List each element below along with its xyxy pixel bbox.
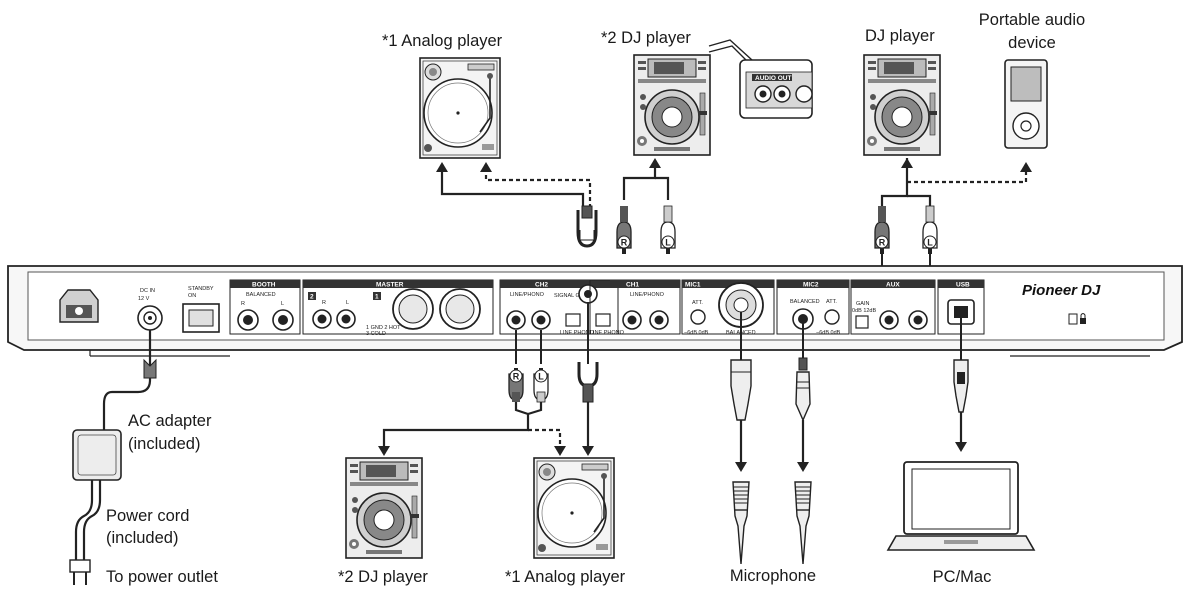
master-l-text: L xyxy=(346,300,349,306)
mic1-att-text: ATT. xyxy=(692,300,703,306)
master-2-text: 2 xyxy=(310,294,314,301)
dj-player-bottom-icon xyxy=(345,457,423,559)
mic1-att-values: −6dB 0dB xyxy=(684,330,709,336)
ch1-line-phono-text: LINE/PHONO xyxy=(630,292,665,298)
analog-player-top-icon xyxy=(419,57,501,159)
power-outlet-label: To power outlet xyxy=(106,568,218,586)
signal-gnd-text: SIGNAL GND xyxy=(554,293,588,299)
microphone-2-icon xyxy=(794,481,812,565)
lock-icon xyxy=(1068,313,1086,325)
dj-player-bottom-label: *2 DJ player xyxy=(338,568,428,586)
standby-switch: STANDBY ON xyxy=(182,286,220,333)
booth-balanced-text: BALANCED xyxy=(246,292,276,298)
aux-plug-r: R xyxy=(879,238,886,248)
top-cables xyxy=(436,158,1032,208)
ch1-text: CH1 xyxy=(626,282,639,289)
aux-gain-text: GAIN xyxy=(856,301,869,307)
booth-l-text: L xyxy=(281,301,284,307)
aux-plug-l: L xyxy=(927,238,933,248)
master-text: MASTER xyxy=(376,282,404,289)
ch2-plug-r: R xyxy=(513,372,520,382)
ac-adapter-icon xyxy=(72,429,122,560)
mic1-section: MIC1 ATT. −6dB 0dB BALANCED xyxy=(681,279,775,336)
ac-adapter-label-line2: (included) xyxy=(128,435,200,453)
top-plugs: R L R L xyxy=(576,205,938,300)
pc-mac-icon xyxy=(886,461,1036,551)
power-plug-icon xyxy=(69,559,91,585)
ch1-plug-r: R xyxy=(621,238,628,248)
standby-text: STANDBY xyxy=(188,286,214,292)
analog-player-top-label: *1 Analog player xyxy=(382,32,503,50)
dj-player-top-label: *2 DJ player xyxy=(601,29,691,47)
ch2-line-phono-text: LINE/PHONO xyxy=(510,292,545,298)
dj-player-right-label: DJ player xyxy=(865,27,935,45)
aux-section: AUX GAIN 0dB 12dB xyxy=(850,279,936,335)
mic2-att-values: −6dB 0dB xyxy=(816,330,841,336)
booth-section: BOOTH BALANCED R L xyxy=(229,279,301,335)
microphone-label: Microphone xyxy=(730,567,816,585)
cord-hook-icon xyxy=(59,289,99,323)
analog-player-bottom-label: *1 Analog player xyxy=(505,568,626,586)
xlr-cold-text: 3 COLD xyxy=(366,331,386,337)
audio-out-text: AUDIO OUT xyxy=(755,75,792,82)
master-section: MASTER 2 1 R L 1 GND 2 HOT 3 COLD xyxy=(302,279,494,337)
usb-section: USB xyxy=(937,279,985,335)
bottom-cables xyxy=(102,302,967,472)
on-text: ON xyxy=(188,293,196,299)
ac-adapter-label-line1: AC adapter xyxy=(128,412,212,430)
portable-audio-label-line1: Portable audio xyxy=(979,11,1085,29)
booth-text: BOOTH xyxy=(252,282,276,289)
xlr-pins-text: 1 GND 2 HOT xyxy=(366,325,401,331)
mic2-balanced-text: BALANCED xyxy=(790,299,820,305)
ch2-text: CH2 xyxy=(535,282,548,289)
analog-player-bottom-icon xyxy=(533,457,615,559)
ch1-plug-l: L xyxy=(665,238,671,248)
power-cord-label-line1: Power cord xyxy=(106,507,189,525)
dj-player-right-icon xyxy=(863,54,941,156)
pc-mac-label: PC/Mac xyxy=(933,568,992,586)
dj-player-top-icon xyxy=(633,54,711,156)
master-r-text: R xyxy=(322,300,326,306)
mic1-text: MIC1 xyxy=(685,282,701,289)
dc-in-text: DC IN xyxy=(140,288,155,294)
portable-audio-device-icon xyxy=(1004,59,1048,149)
aux-gain-values: 0dB 12dB xyxy=(852,308,876,314)
power-cord-label-line2: (included) xyxy=(106,529,178,547)
booth-r-text: R xyxy=(241,301,245,307)
ch2-plug-l: L xyxy=(538,372,544,382)
master-1-text: 1 xyxy=(375,294,379,301)
portable-audio-label-line2: device xyxy=(1008,34,1056,52)
bottom-plugs: R L xyxy=(508,357,969,422)
aux-text: AUX xyxy=(886,282,900,289)
ch1-section: CH1 LINE/PHONO LINE PHONO xyxy=(589,279,681,336)
mic2-section: MIC2 BALANCED ATT. −6dB 0dB xyxy=(776,279,850,336)
ch1-line-phono-switch-text: LINE PHONO xyxy=(590,330,625,336)
mic2-text: MIC2 xyxy=(803,282,819,289)
audio-out-callout: AUDIO OUT xyxy=(708,39,813,119)
ch2-line-phono-switch-text: LINE PHONO xyxy=(560,330,595,336)
ch2-section: CH2 LINE/PHONO SIGNAL GND LINE PHONO xyxy=(499,279,619,336)
dc-volt-text: 12 V xyxy=(138,296,150,302)
usb-text: USB xyxy=(956,282,970,289)
microphone-1-icon xyxy=(732,481,750,565)
mic2-att-text: ATT. xyxy=(826,299,837,305)
brand-logo-text: Pioneer DJ xyxy=(1022,282,1101,299)
